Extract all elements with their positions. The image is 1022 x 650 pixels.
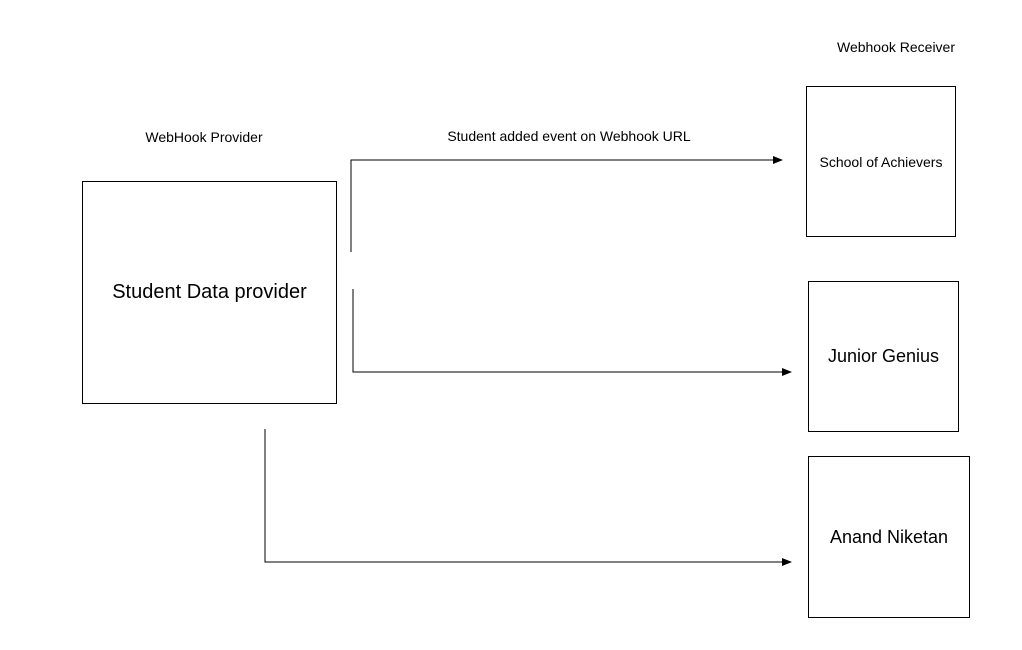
student-data-provider-text: Student Data provider: [112, 281, 307, 303]
junior-genius-box: Junior Genius: [808, 281, 959, 432]
school-of-achievers-text: School of Achievers: [819, 153, 943, 170]
webhook-receiver-label: Webhook Receiver: [836, 39, 956, 55]
student-data-provider-box: Student Data provider: [82, 181, 337, 404]
junior-genius-text: Junior Genius: [827, 346, 940, 366]
school-of-achievers-box: School of Achievers: [806, 86, 956, 237]
webhook-provider-label: WebHook Provider: [145, 129, 263, 145]
event-label: Student added event on Webhook URL: [447, 128, 691, 144]
arrow-to-anand-niketan: [264, 429, 792, 566]
arrow-to-school-of-achievers: [350, 156, 783, 252]
anand-niketan-text: Anand Niketan: [829, 526, 949, 547]
arrow-to-junior-genius: [352, 289, 792, 376]
anand-niketan-box: Anand Niketan: [808, 456, 970, 618]
